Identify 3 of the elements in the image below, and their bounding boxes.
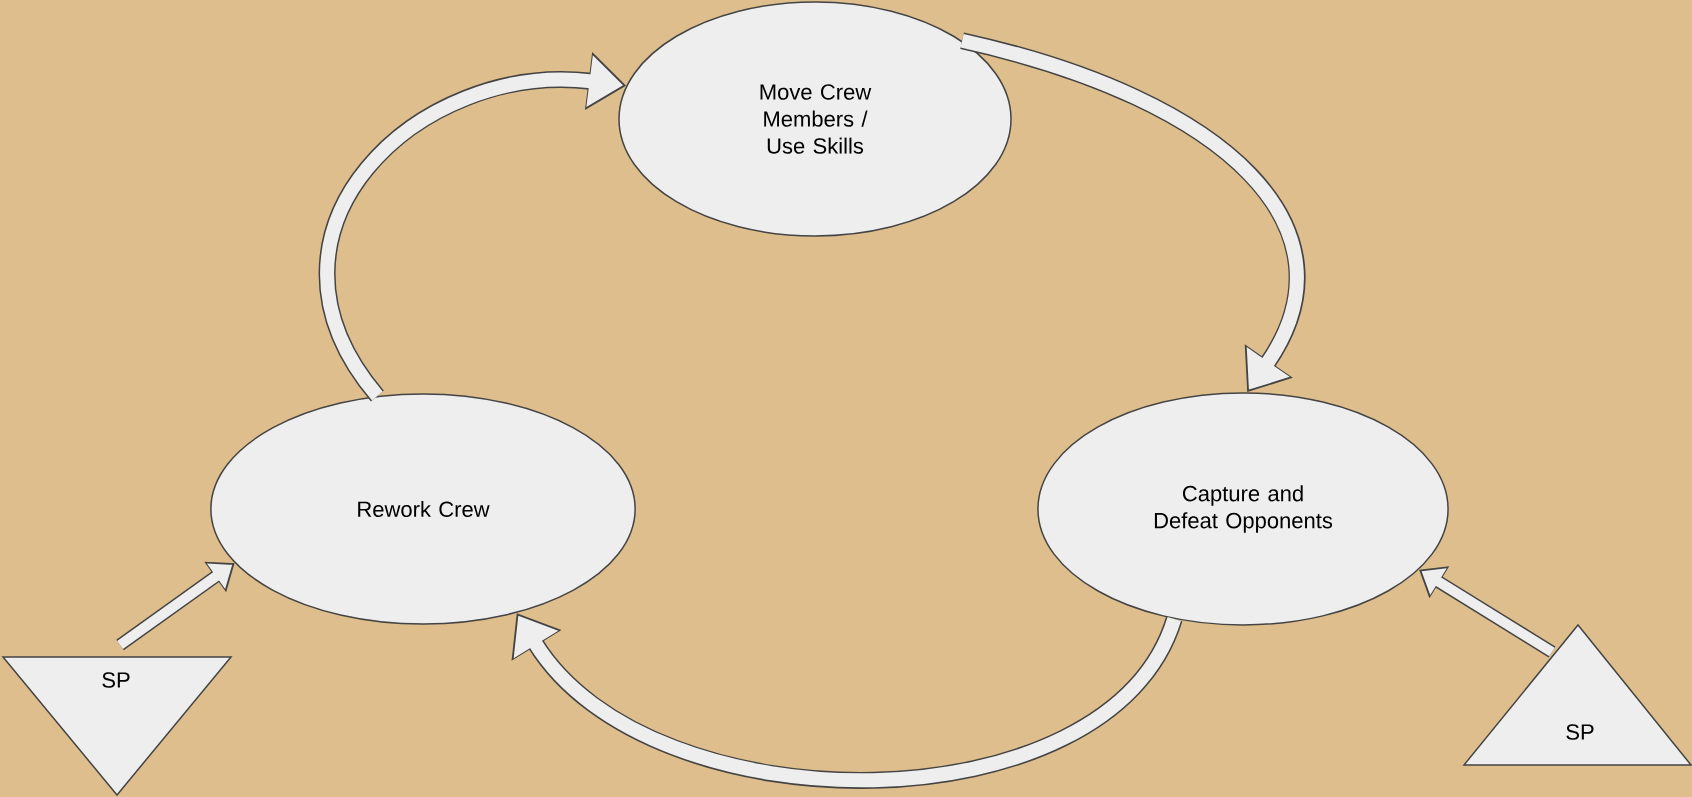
ellipse-node: Rework Crew (210, 393, 636, 625)
ellipse-node: Move Crew Members / Use Skills (618, 1, 1012, 237)
ellipse-node: Capture and Defeat Opponents (1037, 392, 1449, 626)
